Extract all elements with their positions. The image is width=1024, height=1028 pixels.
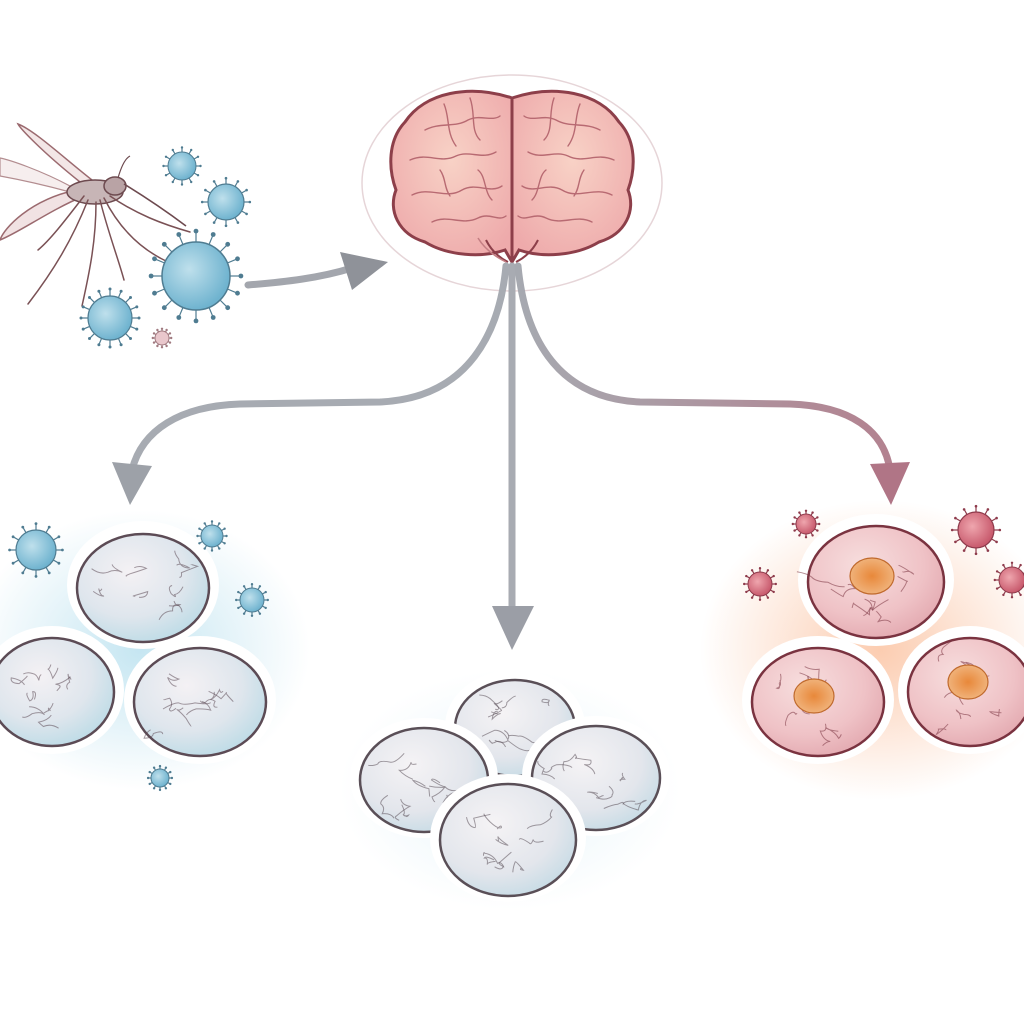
virus-icon: [791, 509, 821, 539]
nucleus: [793, 678, 835, 714]
virus-icon: [235, 583, 269, 617]
cell: [430, 774, 586, 902]
cell-cluster-center: [350, 670, 670, 902]
virus-icon: [79, 287, 141, 349]
arrow-brain-to-center: [492, 262, 534, 650]
nucleus: [947, 664, 989, 700]
virus-icon: [950, 504, 1002, 556]
cell: [67, 521, 219, 649]
virus-icon: [8, 522, 64, 578]
virus-particles-vector: [79, 146, 252, 349]
cell: [742, 636, 894, 764]
virus-icon: [743, 567, 777, 601]
cell-cluster-right: [742, 504, 1024, 764]
cell: [124, 636, 276, 764]
arrow-brain-to-right: [514, 262, 910, 505]
cell: [0, 626, 124, 754]
virus-icon: [162, 146, 202, 186]
arrow-brain-to-left: [112, 262, 510, 505]
virus-icon: [196, 520, 228, 552]
cell: [796, 514, 954, 646]
virus-icon: [151, 327, 173, 349]
arrow-vector-to-brain: [244, 252, 388, 290]
nucleus: [849, 557, 895, 595]
cell-cluster-left: [0, 520, 276, 792]
brain-icon: [389, 89, 635, 268]
mosquito-icon: [0, 122, 191, 307]
virus-icon: [993, 561, 1024, 599]
virus-icon: [200, 176, 252, 228]
virus-icon: [146, 764, 174, 792]
cell: [898, 626, 1024, 754]
virus-icon: [148, 228, 244, 324]
